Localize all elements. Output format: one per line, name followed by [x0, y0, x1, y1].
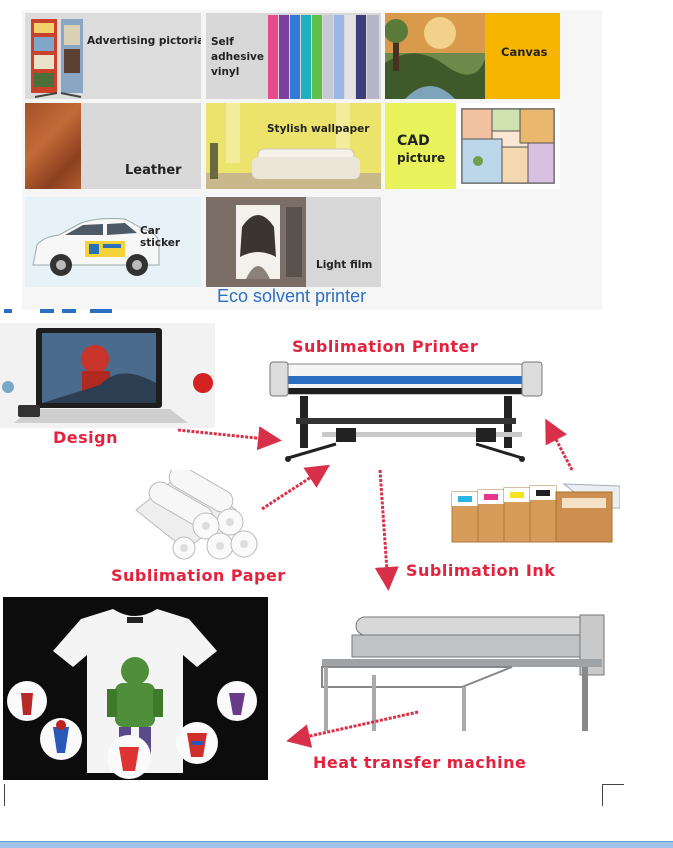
right-corner-mark [602, 784, 624, 806]
printed-tshirt-image [3, 597, 268, 780]
tile-cad-picture: CAD picture [385, 103, 560, 189]
left-corner-mark [4, 784, 5, 806]
wallpaper-room-image [206, 103, 381, 189]
label-advertising: Advertising pictorials [87, 35, 201, 47]
sublimation-ink-boxes-image [444, 478, 621, 544]
blue-dashes [0, 300, 140, 319]
label-car-sticker: Car sticker [140, 225, 181, 249]
label-sublimation-paper: Sublimation Paper [111, 566, 286, 585]
label-light-film: Light film [316, 259, 373, 271]
label-wallpaper: Stylish wallpaper [267, 123, 370, 135]
eco-solvent-caption: Eco solvent printer [217, 286, 367, 306]
label-sublimation-ink: Sublimation Ink [406, 561, 556, 580]
vinyl-rolls-image [268, 15, 379, 99]
label-canvas: Canvas [501, 45, 548, 59]
tile-stylish-wallpaper: Stylish wallpaper [206, 103, 381, 189]
arrow-design-to-printer [177, 426, 282, 451]
label-vinyl-line1: Self [211, 36, 234, 48]
sublimation-paper-rolls-image [126, 465, 276, 560]
tile-car-sticker: Car sticker [25, 197, 201, 287]
label-cad: CAD picture [397, 133, 445, 167]
heat-transfer-machine-image [312, 613, 608, 733]
landscape-painting-image [385, 13, 485, 99]
tile-advertising-pictorials: Advertising pictorials [25, 13, 201, 99]
label-vinyl-line2: adhesive [211, 51, 265, 63]
tile-canvas: Canvas [385, 13, 560, 99]
sublimation-printer-image [266, 358, 546, 466]
rollup-banner-image [31, 19, 83, 98]
leather-texture-image [25, 103, 81, 189]
arrow-ink-to-printer [545, 418, 574, 471]
label-cad-line2: picture [397, 151, 446, 165]
label-vinyl: Self adhesive vinyl [211, 35, 264, 80]
tile-light-film: Light film [206, 197, 381, 287]
label-cad-line1: CAD [397, 133, 430, 149]
arrow-printer-to-heat [374, 469, 399, 591]
footer-bar [0, 841, 673, 848]
floor-plan-image [456, 103, 560, 189]
label-heat-transfer-machine: Heat transfer machine [313, 753, 527, 772]
design-laptop-image [0, 323, 215, 428]
lightbox-portrait-image [206, 197, 306, 287]
tile-self-adhesive-vinyl: Self adhesive vinyl [206, 13, 381, 99]
car-sticker-image [25, 197, 201, 287]
tile-leather: Leather [25, 103, 201, 189]
label-design: Design [53, 428, 118, 447]
label-leather: Leather [125, 163, 182, 178]
label-sublimation-printer: Sublimation Printer [292, 337, 479, 356]
label-vinyl-line3: vinyl [211, 66, 240, 78]
